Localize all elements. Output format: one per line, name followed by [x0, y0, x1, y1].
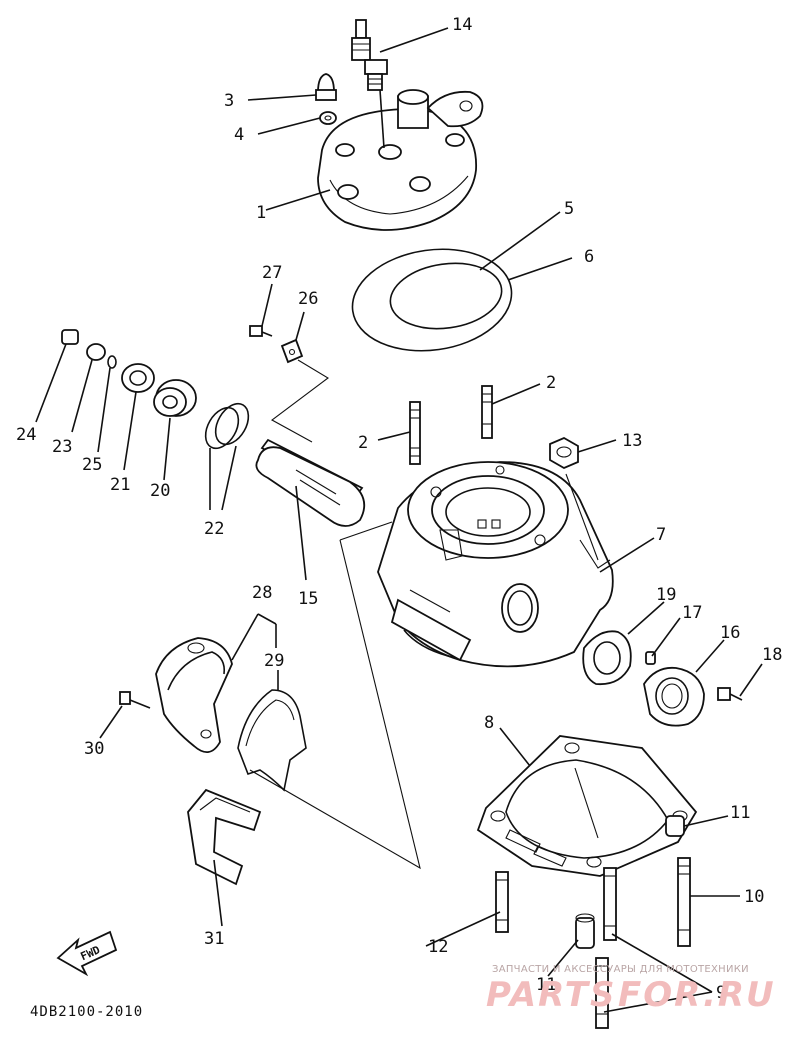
callout-8: 8	[484, 713, 494, 733]
callout-16: 16	[720, 623, 740, 643]
callout-9: 9	[716, 983, 726, 1003]
valve-cap	[61, 329, 79, 345]
callout-2-right: 2	[546, 373, 556, 393]
gasket-19	[582, 630, 632, 686]
callout-22: 22	[204, 519, 224, 539]
stud-right	[481, 385, 493, 439]
callout-5: 5	[564, 199, 574, 219]
callout-11-upper: 11	[730, 803, 750, 823]
spacer	[86, 343, 106, 361]
callout-13: 13	[622, 431, 642, 451]
callout-7: 7	[656, 525, 666, 545]
o-ring-inner	[389, 262, 503, 330]
assembly-lines	[249, 473, 599, 870]
callout-numbers: 14 3 4 1 5 6 27 26 2 2 13 24 23 25 21 20…	[16, 15, 782, 1003]
callout-2-left: 2	[358, 433, 368, 453]
callout-4: 4	[234, 125, 244, 145]
callout-15: 15	[298, 589, 318, 609]
callout-28: 28	[252, 583, 272, 603]
power-valve	[255, 438, 366, 527]
gasket-29	[237, 689, 307, 792]
watermark-brand-left: PARTS	[486, 975, 616, 1015]
callout-30: 30	[84, 739, 104, 759]
stud-9a	[603, 867, 617, 941]
cylinder-head	[317, 89, 484, 231]
callout-23: 23	[52, 437, 72, 457]
watermark-brand-right: FOR.RU	[618, 975, 776, 1015]
callout-3: 3	[224, 91, 234, 111]
callout-19: 19	[656, 585, 676, 605]
callout-14: 14	[452, 15, 472, 35]
callout-21: 21	[110, 475, 130, 495]
bolt-30	[119, 691, 151, 709]
nut-13	[549, 436, 579, 470]
bracket-31	[187, 788, 262, 886]
callout-17: 17	[682, 603, 702, 623]
flange-16	[643, 666, 705, 727]
callout-25: 25	[82, 455, 102, 475]
plate-26	[280, 338, 304, 364]
cap-nut	[315, 73, 337, 101]
o-rings-22	[204, 402, 250, 450]
callout-31: 31	[204, 929, 224, 949]
bearing	[121, 363, 155, 393]
callout-27: 27	[262, 263, 282, 283]
stud-12	[495, 871, 509, 933]
cylinder	[377, 461, 614, 668]
leader-lines	[35, 27, 763, 1013]
cover-28	[155, 637, 233, 753]
circlip	[107, 355, 117, 369]
stud-9b	[595, 957, 609, 1029]
callout-12: 12	[428, 937, 448, 957]
callout-20: 20	[150, 481, 170, 501]
callout-29: 29	[264, 651, 284, 671]
callout-18: 18	[762, 645, 782, 665]
oil-seal	[153, 379, 197, 417]
callout-10: 10	[744, 887, 764, 907]
stud-10	[677, 857, 691, 947]
callout-1: 1	[256, 203, 266, 223]
callout-6: 6	[584, 247, 594, 267]
callout-24: 24	[16, 425, 36, 445]
dowel-11-lower	[575, 913, 595, 949]
stud-left	[409, 401, 421, 465]
watermark: ЗАПЧАСТИ И АКСЕССУАРЫ ДЛЯ МОТОТЕХНИКИ PA…	[486, 964, 776, 1015]
watermark-tagline: ЗАПЧАСТИ И АКСЕССУАРЫ ДЛЯ МОТОТЕХНИКИ	[492, 964, 749, 975]
bolt-18	[717, 687, 743, 701]
fwd-arrow-icon: FWD	[56, 930, 118, 977]
bolt-27	[249, 325, 273, 337]
callout-26: 26	[298, 289, 318, 309]
callout-11-lower: 11	[536, 975, 556, 995]
dowel-11-upper	[665, 815, 685, 837]
washer	[319, 111, 337, 125]
catalog-code: 4DB2100-2010	[30, 1004, 143, 1020]
spark-plug	[351, 19, 388, 91]
o-ring-outer	[351, 248, 513, 352]
